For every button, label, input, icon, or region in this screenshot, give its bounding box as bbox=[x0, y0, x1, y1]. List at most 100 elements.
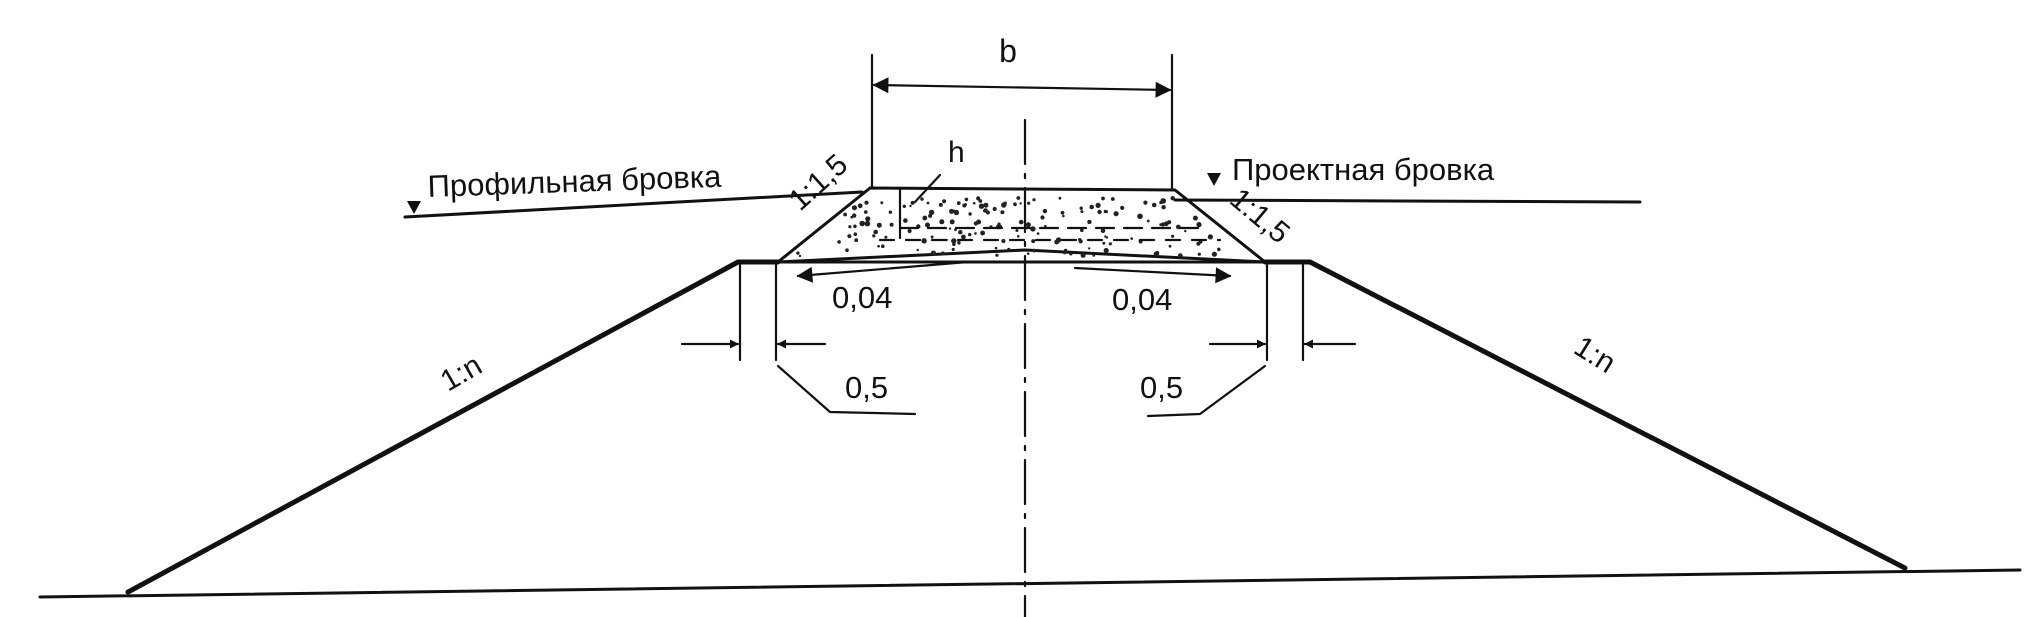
texture-dot bbox=[1113, 211, 1119, 217]
texture-dot bbox=[1018, 219, 1024, 225]
texture-dot bbox=[951, 238, 957, 244]
texture-dot bbox=[902, 204, 906, 208]
texture-dot bbox=[995, 253, 999, 257]
texture-dot bbox=[837, 240, 841, 244]
texture-dot bbox=[1080, 228, 1084, 232]
texture-dot bbox=[968, 212, 972, 216]
texture-dot bbox=[1026, 252, 1030, 255]
texture-dot bbox=[1000, 210, 1005, 215]
texture-dot bbox=[865, 216, 871, 222]
texture-dot bbox=[1143, 200, 1148, 205]
right-berm-label: 0,5 bbox=[1140, 370, 1183, 405]
texture-dot bbox=[843, 212, 847, 217]
texture-dot bbox=[1069, 252, 1073, 256]
texture-dot bbox=[972, 201, 976, 205]
right-main-slope-label: 1:n bbox=[1568, 330, 1621, 380]
texture-dot bbox=[1171, 234, 1175, 238]
texture-dot bbox=[978, 203, 985, 209]
left-berm-label: 0,5 bbox=[845, 370, 888, 405]
texture-dot bbox=[1101, 196, 1105, 201]
texture-dot bbox=[1003, 201, 1007, 206]
texture-dot bbox=[1100, 228, 1106, 233]
texture-dot bbox=[1027, 201, 1031, 205]
texture-dot bbox=[941, 251, 945, 256]
profile-edge-marker-icon bbox=[407, 201, 421, 214]
texture-dot bbox=[983, 202, 989, 208]
ground-line bbox=[38, 568, 2022, 599]
texture-dot bbox=[877, 244, 880, 248]
texture-dot bbox=[949, 219, 955, 225]
texture-dot bbox=[1192, 215, 1198, 221]
texture-dot bbox=[953, 209, 960, 216]
texture-dot bbox=[864, 200, 869, 205]
texture-dot bbox=[956, 201, 961, 206]
texture-dot bbox=[1104, 235, 1107, 238]
design-edge-marker-icon bbox=[1207, 173, 1221, 186]
texture-dot bbox=[1159, 201, 1163, 205]
texture-dot bbox=[1017, 235, 1020, 238]
left-top-slope-label: 1:1,5 bbox=[783, 148, 855, 217]
texture-dot bbox=[916, 248, 919, 252]
texture-dot bbox=[909, 204, 912, 208]
texture-dot bbox=[864, 210, 868, 214]
texture-dot bbox=[880, 201, 884, 205]
texture-dot bbox=[888, 210, 893, 214]
texture-dot bbox=[930, 235, 934, 239]
texture-dot bbox=[1196, 222, 1202, 228]
texture-dot bbox=[1168, 244, 1172, 248]
height-leader bbox=[913, 173, 942, 204]
texture-dot bbox=[1007, 247, 1011, 251]
texture-dot bbox=[1080, 210, 1084, 214]
texture-dot bbox=[992, 206, 997, 212]
texture-dot bbox=[1151, 202, 1157, 208]
texture-dot bbox=[857, 203, 863, 209]
height-label: h bbox=[948, 136, 965, 169]
subgrade-outline bbox=[125, 259, 781, 595]
texture-dot bbox=[798, 254, 802, 258]
right-berm-leader bbox=[1146, 364, 1267, 418]
texture-dot bbox=[876, 222, 882, 228]
texture-dot bbox=[884, 235, 888, 239]
texture-dot bbox=[1197, 252, 1201, 256]
texture-dot bbox=[951, 247, 955, 252]
left-cross-slope-label: 0,04 bbox=[832, 280, 892, 315]
texture-dot bbox=[1153, 251, 1160, 257]
texture-dot bbox=[1079, 206, 1083, 210]
texture-dot bbox=[848, 225, 852, 229]
texture-dot bbox=[939, 219, 945, 225]
texture-dot bbox=[1063, 251, 1066, 255]
texture-dot bbox=[922, 215, 928, 221]
left-main-slope-label: 1:n bbox=[435, 349, 488, 398]
texture-dot bbox=[930, 250, 937, 256]
left-berm-leader bbox=[776, 364, 917, 416]
left-cross-slope-arrow bbox=[796, 260, 970, 283]
texture-dot bbox=[1167, 220, 1172, 225]
texture-dot bbox=[925, 222, 930, 228]
texture-dot bbox=[881, 244, 885, 248]
texture-dot bbox=[1042, 208, 1048, 214]
texture-dot bbox=[962, 203, 967, 208]
texture-dot bbox=[1130, 237, 1133, 240]
texture-dot bbox=[873, 229, 878, 235]
texture-dot bbox=[864, 220, 871, 227]
pavement-texture bbox=[796, 196, 1221, 259]
profile-edge-line bbox=[403, 190, 864, 219]
texture-dot bbox=[1060, 210, 1065, 215]
texture-dot bbox=[1032, 198, 1036, 202]
texture-dot bbox=[938, 202, 943, 207]
texture-dot bbox=[974, 232, 977, 235]
texture-dot bbox=[853, 224, 857, 229]
texture-dot bbox=[910, 200, 915, 205]
texture-dot bbox=[1089, 204, 1094, 210]
texture-dot bbox=[926, 201, 930, 205]
texture-dot bbox=[964, 197, 969, 202]
texture-dot bbox=[1184, 229, 1187, 233]
texture-dot bbox=[952, 242, 956, 246]
texture-dot bbox=[920, 197, 924, 201]
texture-dot bbox=[1016, 196, 1021, 200]
texture-dot bbox=[1092, 254, 1096, 257]
texture-dot bbox=[982, 209, 986, 213]
texture-dot bbox=[1062, 214, 1065, 218]
texture-dot bbox=[1110, 197, 1115, 201]
texture-dot bbox=[852, 205, 857, 211]
